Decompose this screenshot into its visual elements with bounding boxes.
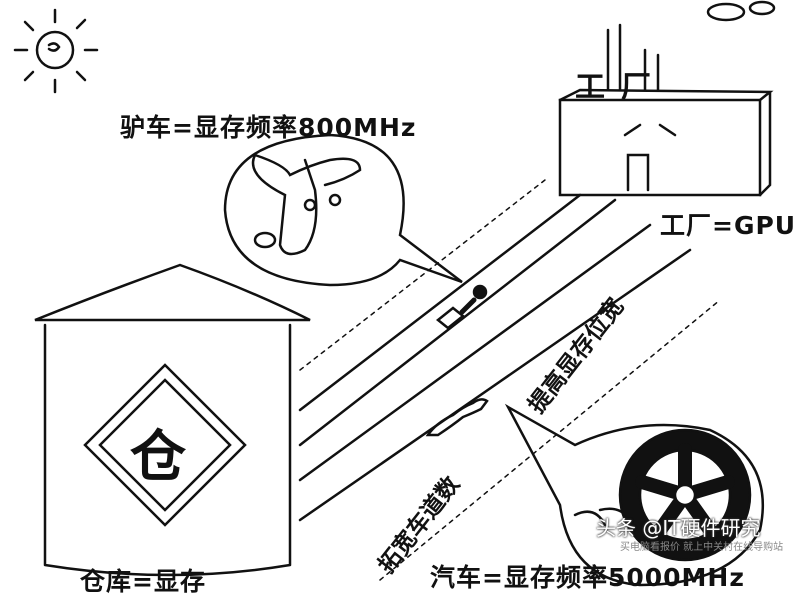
donkey-cart-icon xyxy=(435,284,488,330)
car-icon xyxy=(425,398,489,437)
warehouse-building xyxy=(34,263,311,577)
warehouse-label: 仓库=显存 xyxy=(80,567,206,596)
donkey-speech-bubble xyxy=(223,133,463,287)
car-label: 汽车=显存频率5000MHz xyxy=(430,563,745,592)
road xyxy=(298,179,721,581)
watermark-subtext: 买电脑看报价 就上中关村在线导购站 xyxy=(620,542,784,553)
factory-label: 工厂=GPU xyxy=(660,211,797,240)
donkey-cart-label: 驴车=显存频率800MHz xyxy=(120,113,417,142)
factory-building xyxy=(558,23,774,197)
watermark: 头条 @IT硬件研究 xyxy=(596,516,761,540)
warehouse-sign: 仓 xyxy=(130,425,187,490)
cloud-icon xyxy=(706,0,776,22)
sun-icon xyxy=(13,8,99,94)
tire-speech-bubble xyxy=(504,403,765,587)
factory-roof-sign: 工厂 xyxy=(575,70,667,105)
